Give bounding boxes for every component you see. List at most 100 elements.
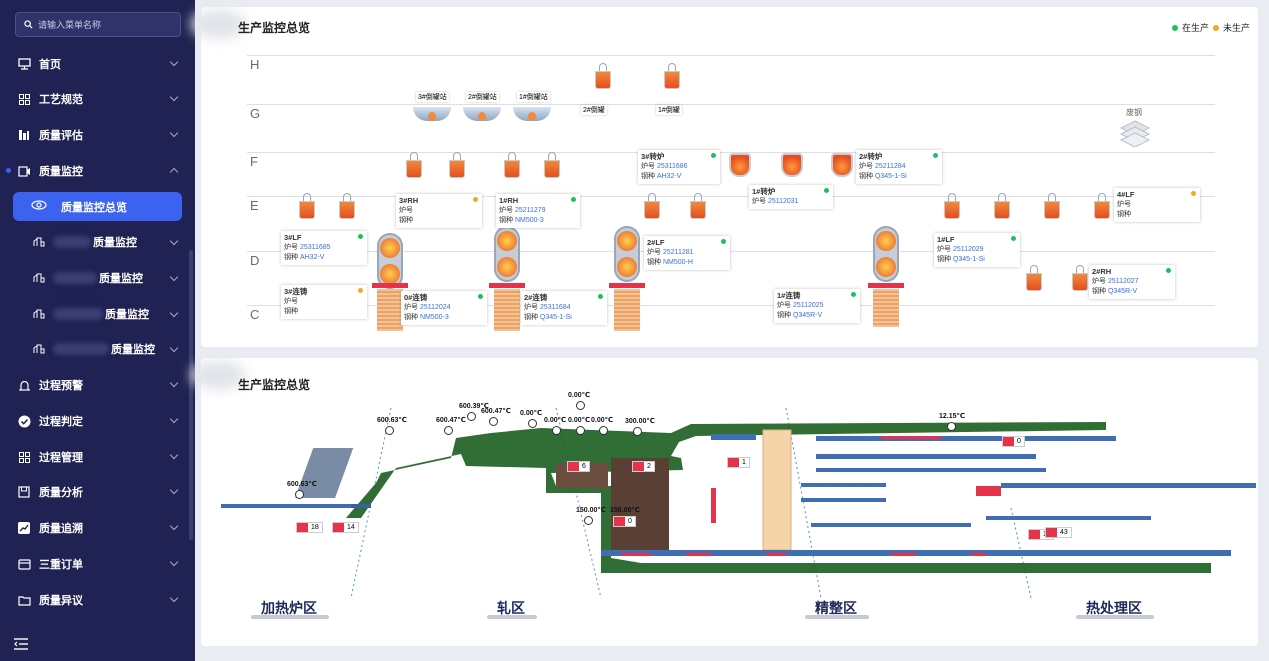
folder-icon	[17, 593, 31, 607]
sidebar-sub-1[interactable]: 质量监控	[0, 262, 195, 294]
sub-label: 质量监控	[93, 237, 137, 249]
legend-idle: 未生产	[1222, 23, 1250, 33]
unit-field: 炉号 25311686	[641, 163, 688, 170]
sidebar-item-6[interactable]: 过程管理	[0, 441, 195, 473]
thermometer-icon[interactable]	[385, 426, 394, 435]
chevron-icon	[169, 593, 179, 603]
count-tag[interactable]: 2	[632, 461, 655, 472]
sidebar-item-0[interactable]: 首页	[0, 48, 195, 80]
status-dot	[358, 288, 363, 293]
unit-field: 钢种 Q345-1-Si	[859, 173, 907, 180]
collapse-menu-icon[interactable]	[14, 637, 28, 655]
sidebar-sub-3[interactable]: 质量监控	[0, 333, 195, 365]
chevron-icon	[169, 414, 179, 424]
caster-bar	[609, 283, 645, 288]
line-overview-panel: 生产监控总览	[191, 358, 1258, 646]
chevron-icon	[169, 521, 179, 531]
unit-name: 1#连铸	[777, 291, 801, 300]
temperature-reading: 600.47℃	[481, 408, 511, 415]
count-tag[interactable]: 0	[1002, 436, 1025, 447]
unit-field: 钢种 Q345-1-Si	[937, 256, 985, 263]
legend-dot-idle	[1212, 24, 1219, 31]
unit-field: 炉号 25211279	[499, 207, 546, 214]
sidebar-item-monitor-overview[interactable]: 质量监控总览	[13, 192, 182, 221]
count-tag[interactable]: 18	[296, 522, 323, 533]
sidebar-item-5[interactable]: 过程判定	[0, 405, 195, 437]
unit-card[interactable]: 2#RH 炉号 25112027 钢种 Q345R-V	[1089, 265, 1175, 299]
ladle-icon	[1069, 265, 1091, 291]
thermometer-icon[interactable]	[599, 426, 608, 435]
ladle-icon	[1091, 193, 1113, 219]
caster-bar	[489, 283, 525, 288]
unit-field: 炉号 25112029	[937, 246, 984, 253]
thermometer-icon[interactable]	[552, 426, 561, 435]
thermometer-icon[interactable]	[633, 427, 642, 436]
thermometer-icon[interactable]	[947, 422, 956, 431]
thermometer-icon[interactable]	[576, 401, 585, 410]
search-input[interactable]	[38, 19, 168, 30]
status-dot	[824, 188, 829, 193]
count-tag[interactable]: 1	[727, 457, 750, 468]
unit-name: 2#RH	[1092, 267, 1112, 276]
save-icon	[17, 485, 31, 499]
sidebar-item-1[interactable]: 工艺规范	[0, 83, 195, 115]
unit-card[interactable]: 1#转炉炉号 25112031	[749, 185, 833, 209]
search-icon	[24, 20, 33, 29]
tundish-icon	[413, 107, 451, 121]
building-icon	[33, 343, 45, 355]
unit-card[interactable]: 3#连铸炉号 钢种	[281, 285, 367, 319]
thermometer-icon[interactable]	[584, 516, 593, 525]
plant-layout-map	[221, 407, 1256, 599]
sidebar-item-3[interactable]: 质量监控	[0, 155, 195, 187]
chevron-icon	[169, 485, 179, 495]
status-dot	[1191, 191, 1196, 196]
sidebar-scrollbar[interactable]	[189, 250, 193, 540]
unit-field: 钢种 Q345R-V	[1092, 288, 1138, 295]
sidebar-item-8[interactable]: 质量追溯	[0, 512, 195, 544]
temperature-reading: 12.15℃	[939, 413, 965, 420]
thermometer-icon[interactable]	[489, 417, 498, 426]
unit-field: 炉号 25112027	[1092, 278, 1139, 285]
sidebar-item-7[interactable]: 质量分析	[0, 476, 195, 508]
thermometer-icon[interactable]	[295, 490, 304, 499]
count-tag[interactable]: 6	[567, 461, 590, 472]
row-label: C	[250, 307, 260, 322]
sidebar-item-2[interactable]: 质量评估	[0, 119, 195, 151]
check-circle-icon	[17, 414, 31, 428]
thermometer-icon[interactable]	[576, 426, 585, 435]
sidebar-item-4[interactable]: 过程预警	[0, 369, 195, 401]
sidebar-item-10[interactable]: 质量异议	[0, 584, 195, 616]
sidebar-item-9[interactable]: 三重订单	[0, 548, 195, 580]
thermometer-icon[interactable]	[467, 412, 476, 421]
thermometer-icon[interactable]	[444, 426, 453, 435]
unit-name: 0#连铸	[404, 293, 428, 302]
thermometer-icon[interactable]	[528, 419, 537, 428]
building-icon	[33, 272, 45, 284]
ladle-icon	[336, 193, 358, 219]
unit-field: 炉号 25311684	[524, 304, 571, 311]
menu-search[interactable]	[15, 12, 181, 37]
temperature-reading: 0.00℃	[591, 417, 614, 424]
grid-icon	[17, 92, 31, 106]
count-tag[interactable]: 43	[1045, 527, 1072, 538]
row-line	[247, 104, 1215, 105]
sidebar-sub-2[interactable]: 质量监控	[0, 298, 195, 330]
converter-icon	[781, 153, 803, 177]
main-track-outline	[346, 422, 1211, 573]
count-tag[interactable]: 0	[613, 516, 636, 527]
count-tag[interactable]: 14	[332, 522, 359, 533]
unit-name: 2#转炉	[859, 152, 883, 161]
sidebar-item-label: 质量评估	[39, 130, 83, 142]
sidebar-sub-0[interactable]: 质量监控	[0, 226, 195, 258]
